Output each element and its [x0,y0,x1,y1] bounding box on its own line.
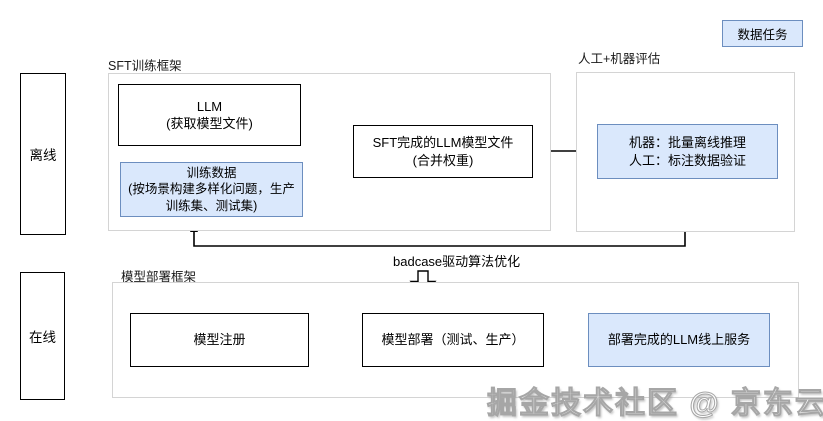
llm-box-line2: (获取模型文件) [166,116,253,131]
train-data-line2: (按场景构建多样化问题，生产 [128,182,295,197]
eval-frame-title: 人工+机器评估 [578,52,661,66]
llm-box: LLM (获取模型文件) [118,84,301,146]
lane-online: 在线 [20,272,65,400]
train-data-line3: 训练集、测试集) [165,198,258,213]
sft-frame-title: SFT训练框架 [108,59,182,73]
online-service-label: 部署完成的LLM线上服务 [607,332,751,348]
lane-online-label: 在线 [29,330,56,345]
watermark-text: 掘金技术社区 @ 京东云开发者 [487,387,823,421]
eval-box-line2: 人工：标注数据验证 [628,152,746,168]
eval-box: 机器：批量离线推理 人工：标注数据验证 [597,124,778,179]
model-deploy-box: 模型部署（测试、生产） [362,313,544,367]
deploy-frame-title: 模型部署框架 [121,270,197,284]
sft-model-line1: SFT完成的LLM模型文件 [372,135,514,151]
llm-box-line1: LLM [196,98,223,114]
eval-box-line1: 机器：批量离线推理 [628,135,746,151]
model-register-box: 模型注册 [130,313,309,367]
model-register-label: 模型注册 [193,332,246,348]
train-data-line1: 训练数据 [186,165,237,180]
model-deploy-label: 模型部署（测试、生产） [381,332,525,348]
lane-offline-label: 离线 [29,148,57,163]
sft-model-box: SFT完成的LLM模型文件 (合并权重) [353,125,533,178]
sft-model-line2: (合并权重) [412,152,474,168]
online-service-box: 部署完成的LLM线上服务 [588,313,770,367]
data-task-badge: 数据任务 [722,20,803,47]
badcase-feedback-label: badcase驱动算法优化 [393,254,521,269]
data-task-label: 数据任务 [737,28,788,42]
train-data-box: 训练数据 (按场景构建多样化问题，生产 训练集、测试集) [120,162,303,217]
lane-offline: 离线 [20,73,66,235]
